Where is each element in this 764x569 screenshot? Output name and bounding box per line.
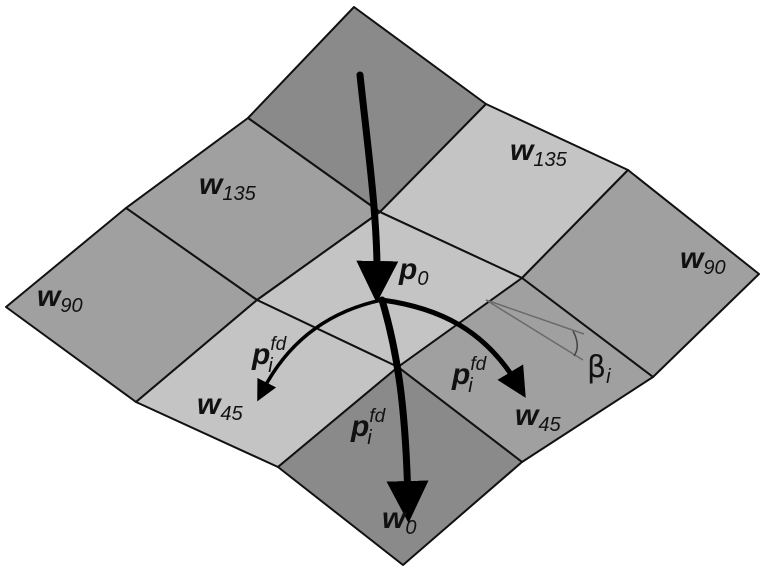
angle-ray-upper (485, 299, 585, 335)
outflow-arrow-left (257, 298, 384, 402)
surface-grid (5, 6, 760, 566)
outflow-arrow-down (378, 296, 429, 523)
label-w135-left: w135 (199, 168, 257, 205)
label-w135-right: w135 (510, 134, 568, 171)
label-p0: p0 (398, 253, 428, 290)
cell-bottom (277, 366, 523, 566)
label-w90-right: w90 (680, 242, 726, 279)
label-beta: βi (587, 350, 611, 388)
label-w0: w0 (382, 502, 416, 539)
slope-angle-indicator (485, 299, 585, 361)
angle-ray-lower (485, 299, 584, 361)
outflow-arrow-right (379, 297, 526, 398)
flow-arrows (257, 71, 526, 523)
label-w90-left: w90 (37, 280, 83, 317)
label-w45-left: w45 (197, 388, 243, 425)
angle-arc (572, 330, 578, 357)
label-w45-right: w45 (515, 399, 561, 436)
inflow-arrow (356, 71, 399, 303)
